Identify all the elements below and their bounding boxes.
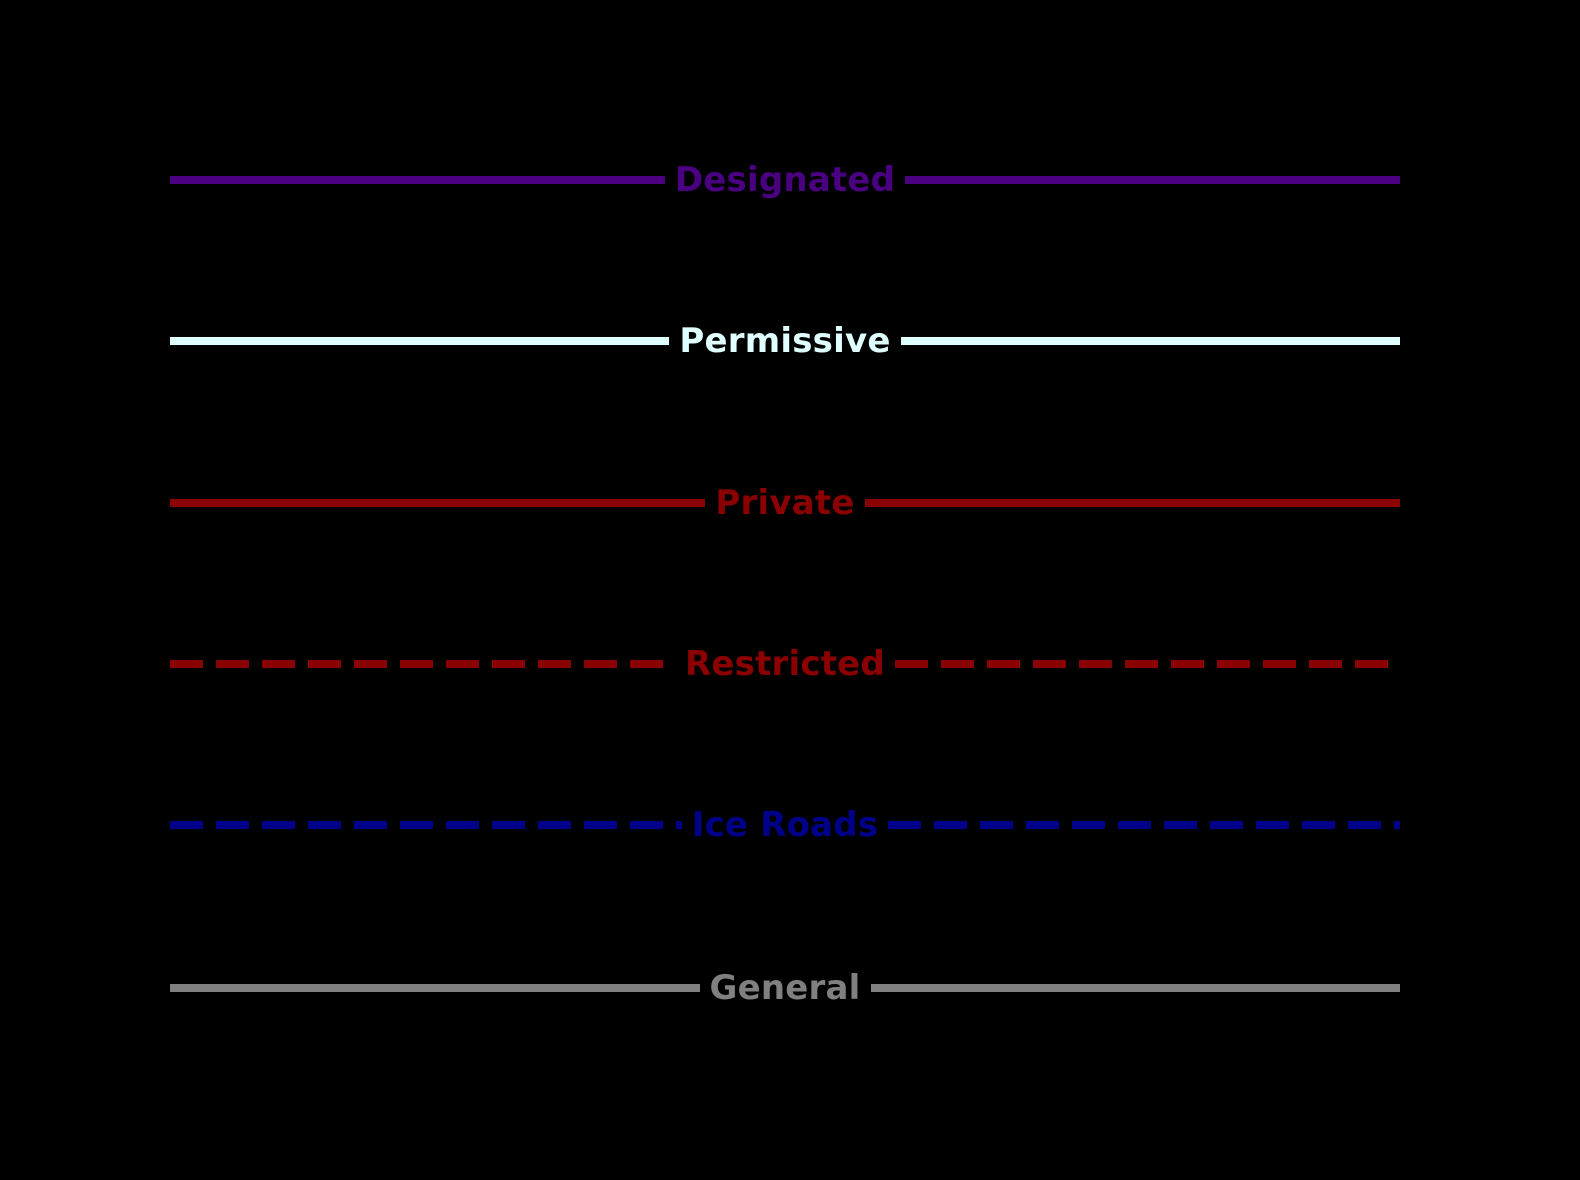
dashed-line-swatch	[170, 821, 682, 829]
legend-label: Private	[715, 483, 855, 523]
legend-row[interactable]: Private	[170, 480, 1401, 526]
legend-label: General	[709, 968, 861, 1008]
legend-row[interactable]: Ice Roads	[170, 802, 1400, 848]
dashed-line-swatch	[170, 660, 676, 668]
legend-label: Restricted	[685, 644, 885, 684]
dashed-line-swatch	[888, 821, 1400, 829]
legend-row[interactable]: Restricted	[170, 641, 1400, 687]
legend-label: Designated	[674, 160, 896, 200]
solid-line-swatch	[170, 337, 670, 345]
legend-row[interactable]: Designated	[170, 157, 1400, 203]
legend-row[interactable]: Permissive	[170, 318, 1400, 364]
dashed-line-swatch	[894, 660, 1400, 668]
solid-line-swatch	[170, 499, 706, 507]
solid-line-swatch	[905, 176, 1400, 184]
solid-line-swatch	[900, 337, 1400, 345]
solid-line-swatch	[170, 984, 700, 992]
solid-line-swatch	[864, 499, 1401, 507]
legend-label: Permissive	[679, 321, 891, 361]
solid-line-swatch	[170, 176, 665, 184]
legend-row[interactable]: General	[170, 965, 1400, 1011]
solid-line-swatch	[870, 984, 1400, 992]
legend-label: Ice Roads	[691, 805, 879, 845]
